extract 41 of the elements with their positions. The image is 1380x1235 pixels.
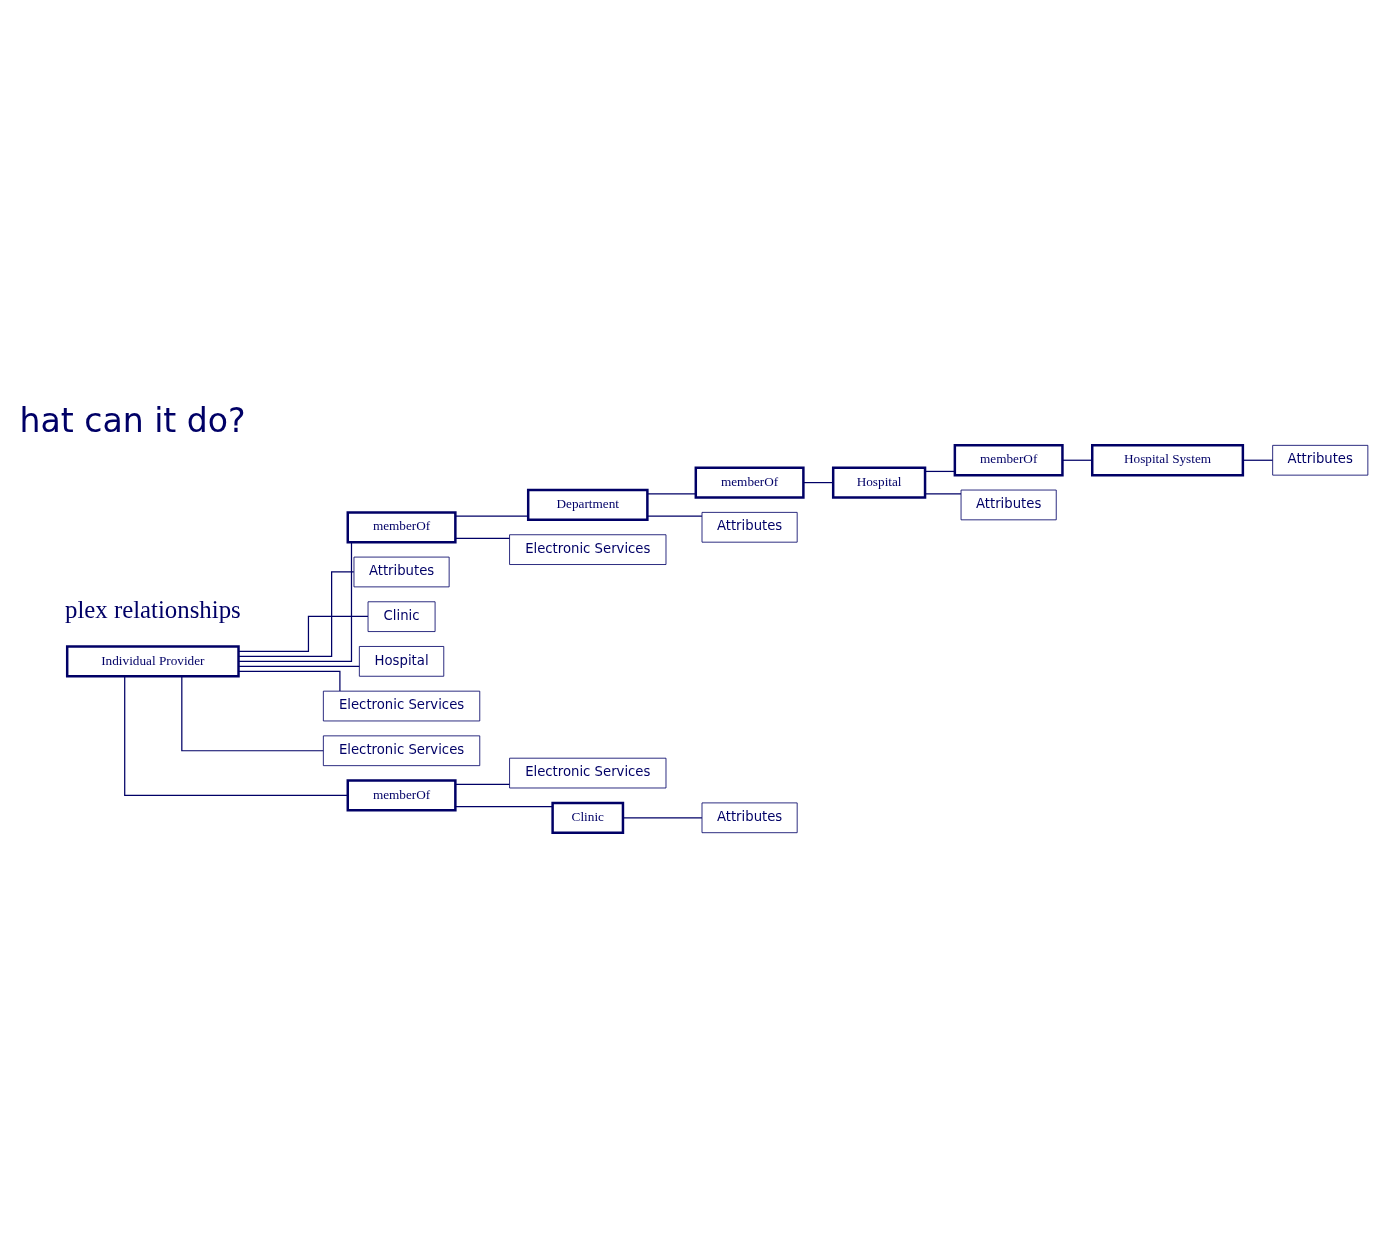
node-box: Hospital — [358, 646, 445, 677]
node-box: Department — [526, 488, 649, 522]
node-box: Clinic — [367, 601, 436, 632]
connector — [237, 571, 355, 657]
node-box: Individual Provider — [65, 645, 240, 678]
connector — [622, 817, 703, 819]
connector — [237, 541, 353, 662]
diagram-title: hat can it do? — [19, 401, 246, 441]
connector — [646, 515, 703, 517]
connector — [181, 675, 324, 752]
node-box: Attributes — [701, 511, 798, 543]
node-box: Electronic Services — [322, 735, 481, 767]
node-box: Electronic Services — [509, 757, 667, 789]
node-box: Hospital — [831, 466, 927, 499]
node-box: memberOf — [346, 779, 457, 812]
node-box: Attributes — [1272, 444, 1369, 476]
connector — [802, 481, 834, 484]
connector — [454, 783, 511, 785]
node-box: memberOf — [694, 466, 805, 499]
node-box: Attributes — [353, 556, 450, 588]
connector — [238, 615, 369, 653]
node-box: Attributes — [960, 489, 1057, 521]
connector — [124, 675, 349, 797]
connector — [924, 493, 962, 495]
label: plex relationships — [64, 595, 241, 623]
connector — [646, 493, 697, 495]
connector — [238, 665, 360, 667]
connector — [1061, 459, 1093, 461]
node-box: memberOf — [346, 511, 457, 544]
connector — [238, 670, 341, 692]
node-box: Clinic — [551, 801, 625, 834]
node-box: Attributes — [701, 802, 798, 834]
connector — [454, 537, 511, 540]
node-box: Electronic Services — [322, 690, 481, 722]
connector — [924, 470, 956, 473]
connector — [1242, 459, 1274, 461]
node-box: Electronic Services — [509, 534, 667, 565]
node-box: memberOf — [953, 444, 1064, 477]
connector — [454, 515, 529, 517]
node-box: Hospital System — [1091, 444, 1245, 477]
connector — [454, 806, 554, 808]
